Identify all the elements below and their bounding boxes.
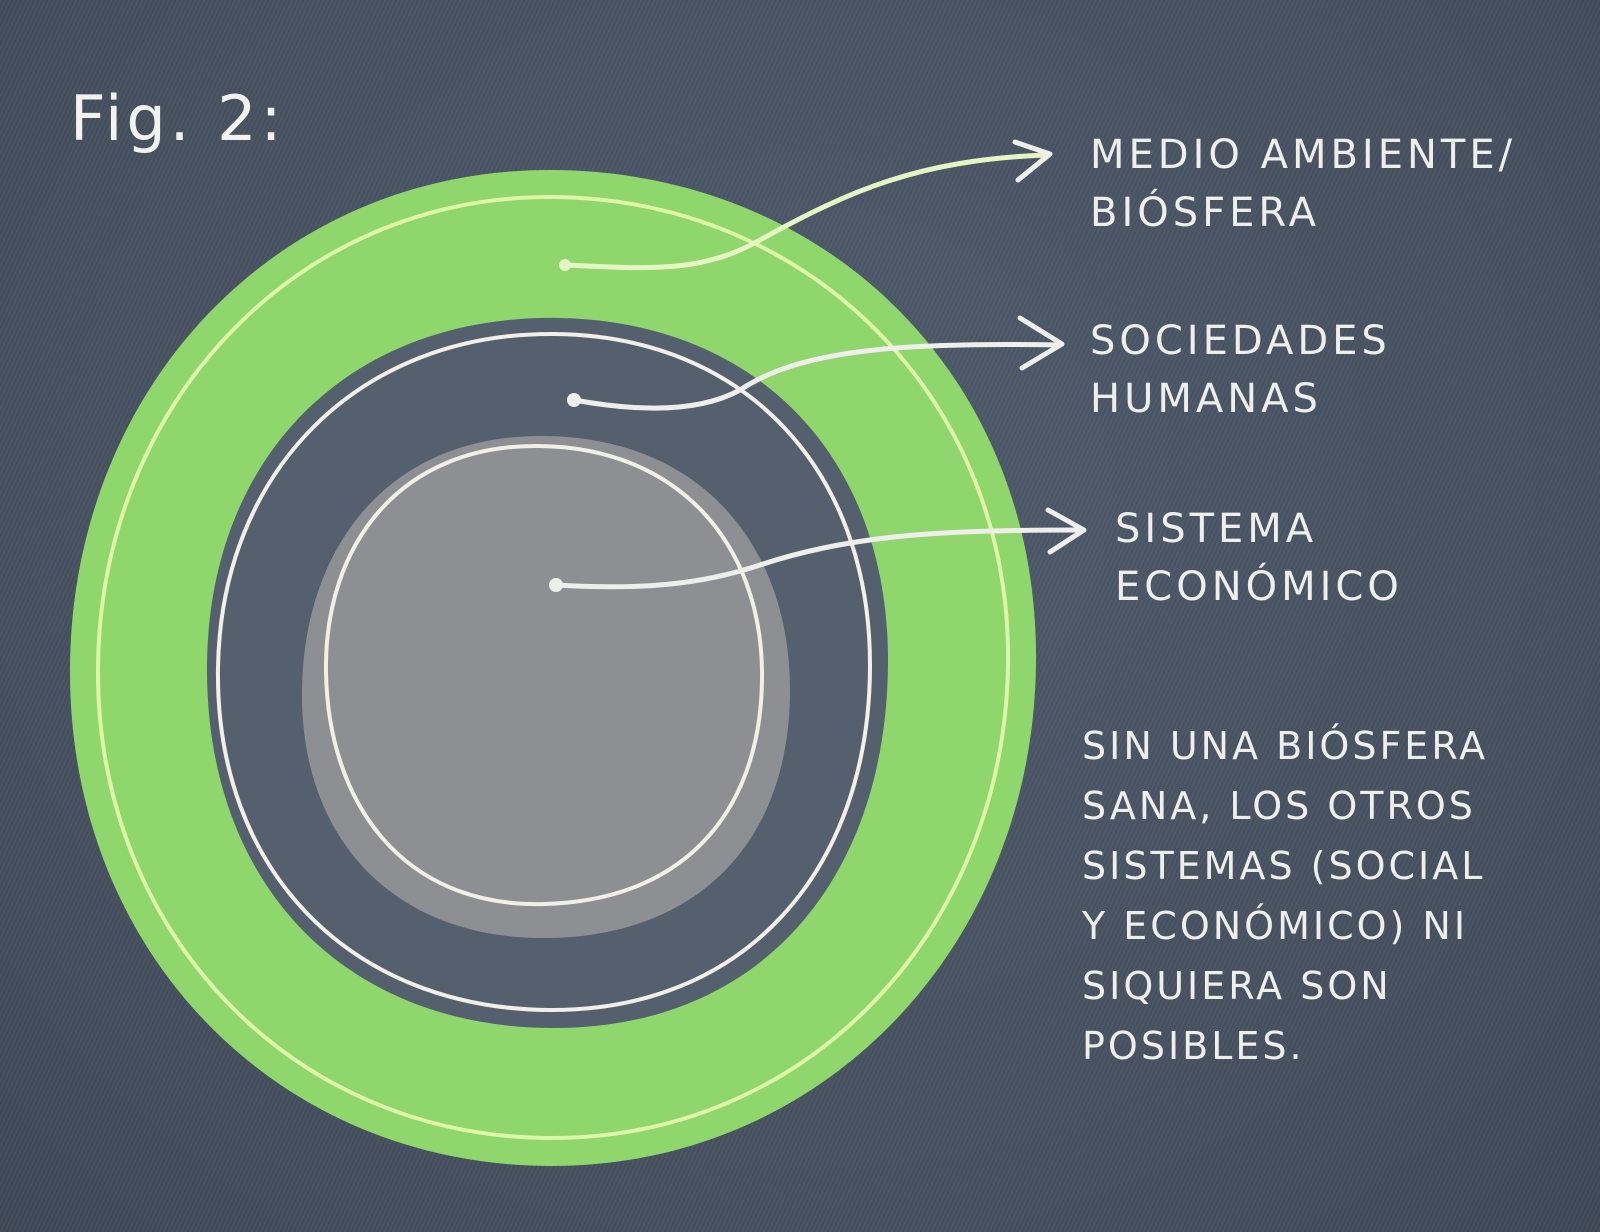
environment-leader-dot: [559, 259, 571, 271]
note-line-3: SISTEMAS (SOCIAL: [1082, 844, 1486, 888]
economy-disk: [301, 435, 790, 939]
label-environment: MEDIO AMBIENTE/ BIÓSFERA: [1090, 126, 1516, 242]
note-line-1: SIN UNA BIÓSFERA: [1082, 724, 1489, 768]
label-environment-line-1: MEDIO AMBIENTE/: [1090, 132, 1517, 178]
note-line-5: SIQUIERA SON: [1082, 964, 1392, 1008]
figure-title: Fig. 2:: [70, 82, 286, 155]
label-economy-line-1: SISTEMA: [1115, 506, 1318, 552]
explanatory-note: SIN UNA BIÓSFERA SANA, LOS OTROS SISTEMA…: [1082, 716, 1488, 1076]
environment-ring-line: [95, 194, 1011, 1141]
note-line-2: SANA, LOS OTROS: [1082, 784, 1476, 828]
environment-arrowhead-icon: [1012, 139, 1053, 183]
note-line-6: POSIBLES.: [1082, 1024, 1305, 1068]
leader-arrows: [549, 139, 1087, 592]
label-economy-line-2: ECONÓMICO: [1115, 564, 1403, 610]
note-line-4: Y ECONÓMICO) NI: [1082, 904, 1469, 948]
label-society-line-2: HUMANAS: [1090, 376, 1322, 422]
economy-leader-line: [553, 527, 1083, 590]
economy-layer: [301, 435, 790, 939]
society-arrowhead-icon: [1017, 315, 1065, 371]
economy-leader-dot: [549, 578, 563, 592]
label-society: SOCIEDADES HUMANAS: [1090, 312, 1391, 428]
label-society-line-1: SOCIEDADES: [1090, 318, 1391, 364]
label-environment-line-2: BIÓSFERA: [1090, 190, 1320, 236]
economy-arrowhead-icon: [1045, 507, 1087, 555]
environment-leader-line: [562, 152, 1048, 271]
society-ring-line: [215, 331, 873, 1013]
society-leader-dot: [567, 393, 581, 407]
label-economy: SISTEMA ECONÓMICO: [1115, 500, 1403, 616]
economy-ring-line: [323, 443, 765, 907]
society-leader-line: [571, 341, 1061, 411]
